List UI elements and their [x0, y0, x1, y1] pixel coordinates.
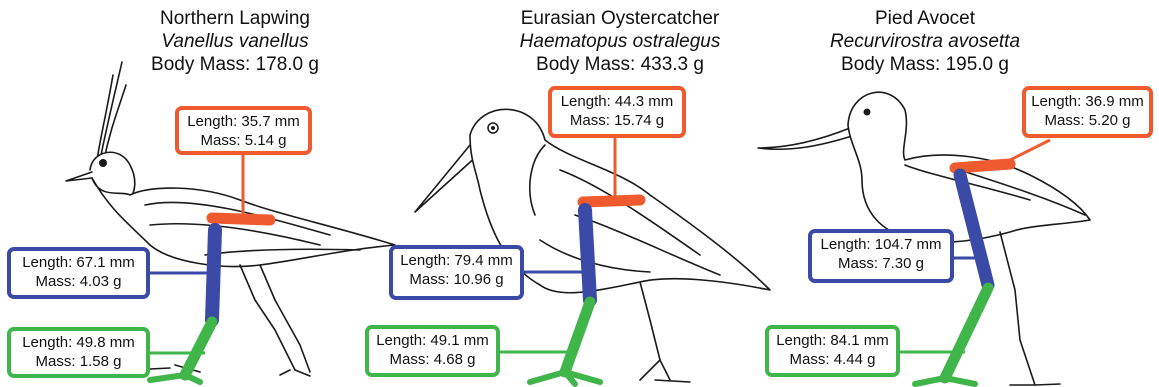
lapwing-tarsometatarsus-box: Length: 49.8 mm Mass: 1.58 g: [7, 327, 150, 378]
oystercatcher-common-name: Eurasian Oystercatcher: [495, 7, 745, 30]
oystercatcher-body-mass: Body Mass: 433.3 g: [495, 53, 745, 76]
avocet-beak: [758, 128, 852, 149]
lapwing-femur-mass: Mass: 5.14 g: [179, 131, 308, 150]
oystercatcher-femur-bone: [583, 200, 640, 202]
lapwing-femur-length: Length: 35.7 mm: [179, 112, 308, 131]
oystercatcher-tibiotarsus-box: Length: 79.4 mm Mass: 10.96 g: [389, 245, 524, 300]
avocet-femur-box: Length: 36.9 mm Mass: 5.20 g: [1022, 86, 1153, 138]
oystercatcher-tarsometatarsus-length: Length: 49.1 mm: [369, 331, 496, 350]
oystercatcher-femur-box: Length: 44.3 mm Mass: 15.74 g: [548, 86, 686, 138]
avocet-tarsometatarsus-length: Length: 84.1 mm: [769, 331, 896, 350]
oystercatcher-tarsometatarsus-mass: Mass: 4.68 g: [369, 350, 496, 369]
lapwing-tibiotarsus-length: Length: 67.1 mm: [11, 253, 146, 272]
oystercatcher-tibiotarsus-length: Length: 79.4 mm: [393, 251, 520, 270]
oystercatcher-beak: [415, 145, 478, 212]
lapwing-eye: [99, 159, 107, 167]
oystercatcher-tarsometatarsus-box: Length: 49.1 mm Mass: 4.68 g: [365, 325, 500, 377]
lapwing-common-name: Northern Lapwing: [120, 7, 350, 30]
avocet-femur-length: Length: 36.9 mm: [1026, 92, 1149, 111]
avocet-scientific-name: Recurvirostra avosetta: [805, 30, 1045, 53]
lapwing-title: Northern Lapwing Vanellus vanellus Body …: [120, 7, 350, 76]
oystercatcher-scientific-name: Haematopus ostralegus: [495, 30, 745, 53]
lapwing-body-mass: Body Mass: 178.0 g: [120, 53, 350, 76]
avocet-femur-leader: [1000, 140, 1050, 165]
avocet-title: Pied Avocet Recurvirostra avosetta Body …: [805, 7, 1045, 76]
avocet-tarsometatarsus-bone: [945, 288, 988, 378]
oystercatcher-femur-mass: Mass: 15.74 g: [552, 111, 682, 130]
lapwing-tibiotarsus-bone: [212, 230, 215, 320]
lapwing-tibiotarsus-box: Length: 67.1 mm Mass: 4.03 g: [7, 247, 150, 299]
avocet-tibiotarsus-box: Length: 104.7 mm Mass: 7.30 g: [808, 229, 954, 283]
oystercatcher-femur-length: Length: 44.3 mm: [552, 92, 682, 111]
lapwing-femur-box: Length: 35.7 mm Mass: 5.14 g: [175, 106, 312, 155]
lapwing-scientific-name: Vanellus vanellus: [120, 30, 350, 53]
avocet-tibiotarsus-mass: Mass: 7.30 g: [812, 254, 950, 273]
avocet-eye: [864, 109, 871, 116]
oystercatcher-tibiotarsus-mass: Mass: 10.96 g: [393, 270, 520, 289]
avocet-common-name: Pied Avocet: [805, 7, 1045, 30]
oystercatcher-title: Eurasian Oystercatcher Haematopus ostral…: [495, 7, 745, 76]
lapwing-femur-bone: [212, 218, 270, 220]
lapwing-tarsometatarsus-length: Length: 49.8 mm: [11, 333, 146, 352]
avocet-tarsometatarsus-mass: Mass: 4.44 g: [769, 350, 896, 369]
avocet-femur-mass: Mass: 5.20 g: [1026, 111, 1149, 130]
oystercatcher-tarsometatarsus-bone: [565, 302, 590, 372]
avocet-tibiotarsus-length: Length: 104.7 mm: [812, 235, 950, 254]
avocet-tarsometatarsus-box: Length: 84.1 mm Mass: 4.44 g: [765, 325, 900, 377]
avocet-body-mass: Body Mass: 195.0 g: [805, 53, 1045, 76]
oystercatcher-tibiotarsus-bone: [585, 210, 590, 300]
lapwing-tarsometatarsus-bone: [185, 322, 212, 375]
lapwing-tibiotarsus-mass: Mass: 4.03 g: [11, 272, 146, 291]
lapwing-tarsometatarsus-mass: Mass: 1.58 g: [11, 352, 146, 371]
